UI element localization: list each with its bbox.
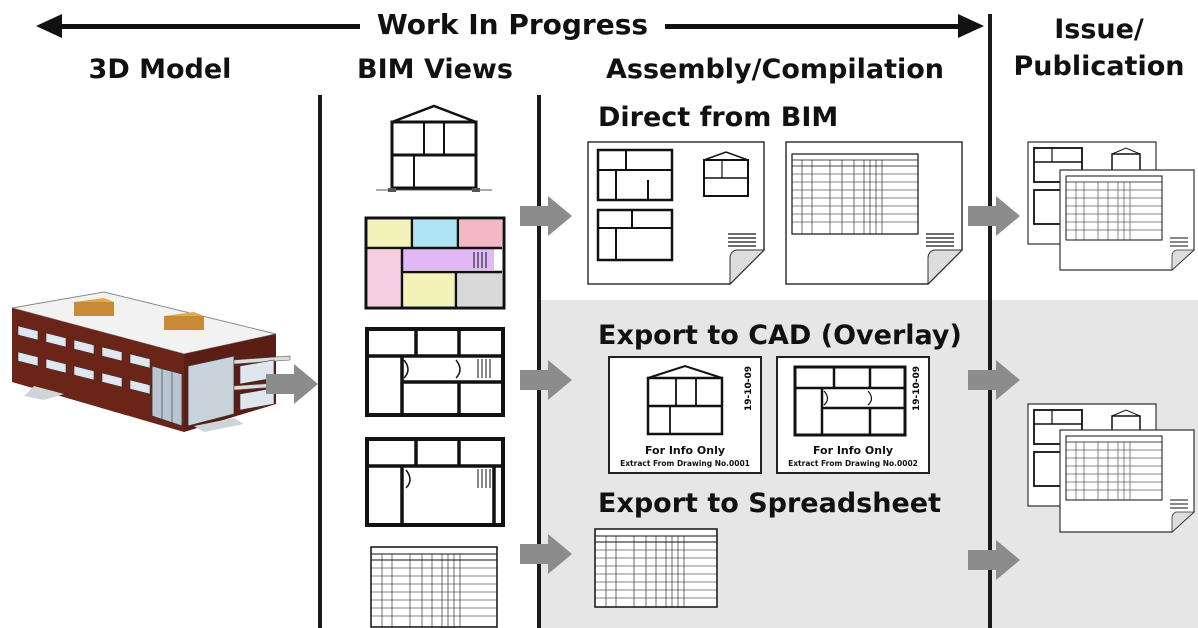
arrow-sheet-issue-icon [968, 540, 1020, 580]
cad-extract-label: Extract From Drawing No.0001 [620, 459, 750, 468]
arrow-to-cad-icon [520, 360, 572, 400]
floor-plan-icon [365, 327, 505, 417]
section-view-icon [376, 104, 492, 192]
work-in-progress-label: Work In Progress [376, 8, 649, 41]
divider-assembly-issue [988, 14, 992, 628]
cad-sheet-1: 19-10-09 For Info Only Extract From Draw… [608, 356, 762, 474]
arrow-direct-issue-icon [968, 196, 1020, 236]
issue-stack-direct [1027, 141, 1196, 271]
heading-assembly: Assembly/Compilation [605, 54, 944, 85]
heading-3d-model: 3D Model [88, 54, 232, 85]
cad-date-label: 19-10-09 [744, 366, 754, 412]
section-export-spreadsheet: Export to Spreadsheet [598, 488, 941, 519]
cad-extract-label: Extract From Drawing No.0002 [788, 459, 918, 468]
wip-line-right [665, 24, 961, 29]
color-plan-icon [364, 216, 506, 310]
cad-section-icon [646, 364, 724, 436]
divider-views-assembly [537, 95, 541, 628]
issue-stack-export [1027, 403, 1196, 533]
section-export-cad: Export to CAD (Overlay) [598, 320, 962, 351]
cad-info-label: For Info Only [644, 444, 726, 457]
arrow-to-direct-icon [520, 196, 572, 236]
floor-plan-2-icon [365, 437, 505, 527]
heading-issue-line2: Publication [1013, 51, 1185, 83]
arrow-right-icon [958, 14, 984, 38]
schedule-table-icon [370, 546, 498, 628]
divider-model-views [318, 95, 322, 628]
arrow-model-to-views-icon [266, 364, 318, 404]
arrow-left-icon [36, 14, 62, 38]
arrow-to-spreadsheet-icon [520, 534, 572, 574]
spreadsheet-table-icon [594, 528, 718, 608]
cad-date-label: 19-10-09 [912, 366, 922, 412]
cad-info-label: For Info Only [812, 444, 894, 457]
section-direct-from-bim: Direct from BIM [598, 102, 839, 133]
cad-plan-icon [793, 365, 907, 437]
heading-issue-line1: Issue/ [1054, 14, 1144, 45]
heading-bim-views: BIM Views [357, 54, 513, 85]
wip-line-left [60, 24, 360, 29]
heading-issue: Issue/ Publication [1000, 14, 1198, 82]
building-model-icon [11, 291, 291, 432]
cad-sheet-2: 19-10-09 For Info Only Extract From Draw… [776, 356, 930, 474]
direct-sheet-schedule [785, 141, 964, 286]
direct-sheet-drawings [587, 141, 766, 286]
arrow-cad-issue-icon [968, 360, 1020, 400]
